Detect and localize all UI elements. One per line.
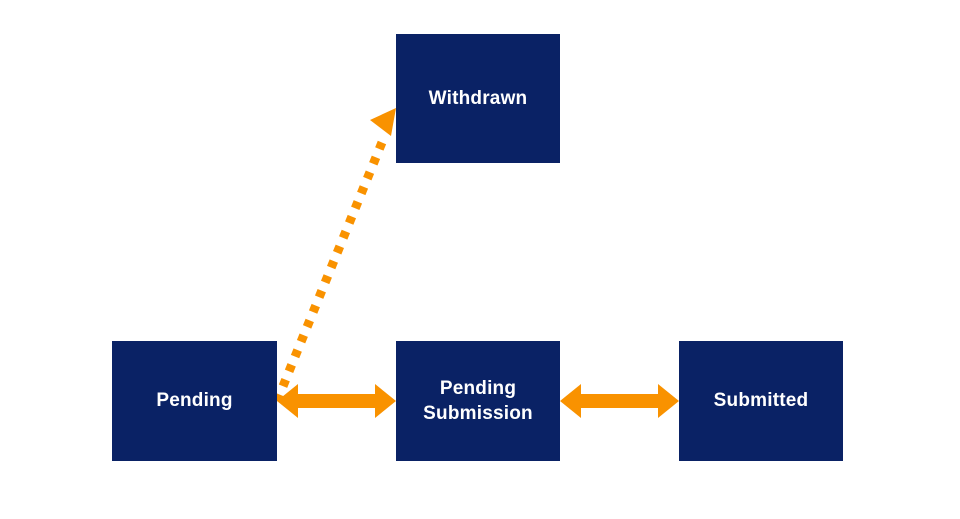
node-submitted[interactable]: Submitted	[679, 341, 843, 461]
edge-pending-to-pending-submission-hitzone[interactable]	[275, 385, 399, 417]
node-pending[interactable]: Pending	[112, 341, 277, 461]
node-pending-submission-label: Pending Submission	[423, 377, 533, 424]
node-withdrawn-label: Withdrawn	[428, 87, 528, 109]
node-submitted-label: Submitted	[713, 390, 809, 412]
edge-pending-submission-to-submitted-hitzone[interactable]	[558, 385, 682, 417]
node-pending-label: Pending	[156, 390, 233, 412]
node-withdrawn[interactable]: Withdrawn	[396, 34, 560, 163]
edge-pending-to-withdrawn	[272, 108, 396, 403]
node-pending-submission[interactable]: Pending Submission	[396, 341, 560, 461]
